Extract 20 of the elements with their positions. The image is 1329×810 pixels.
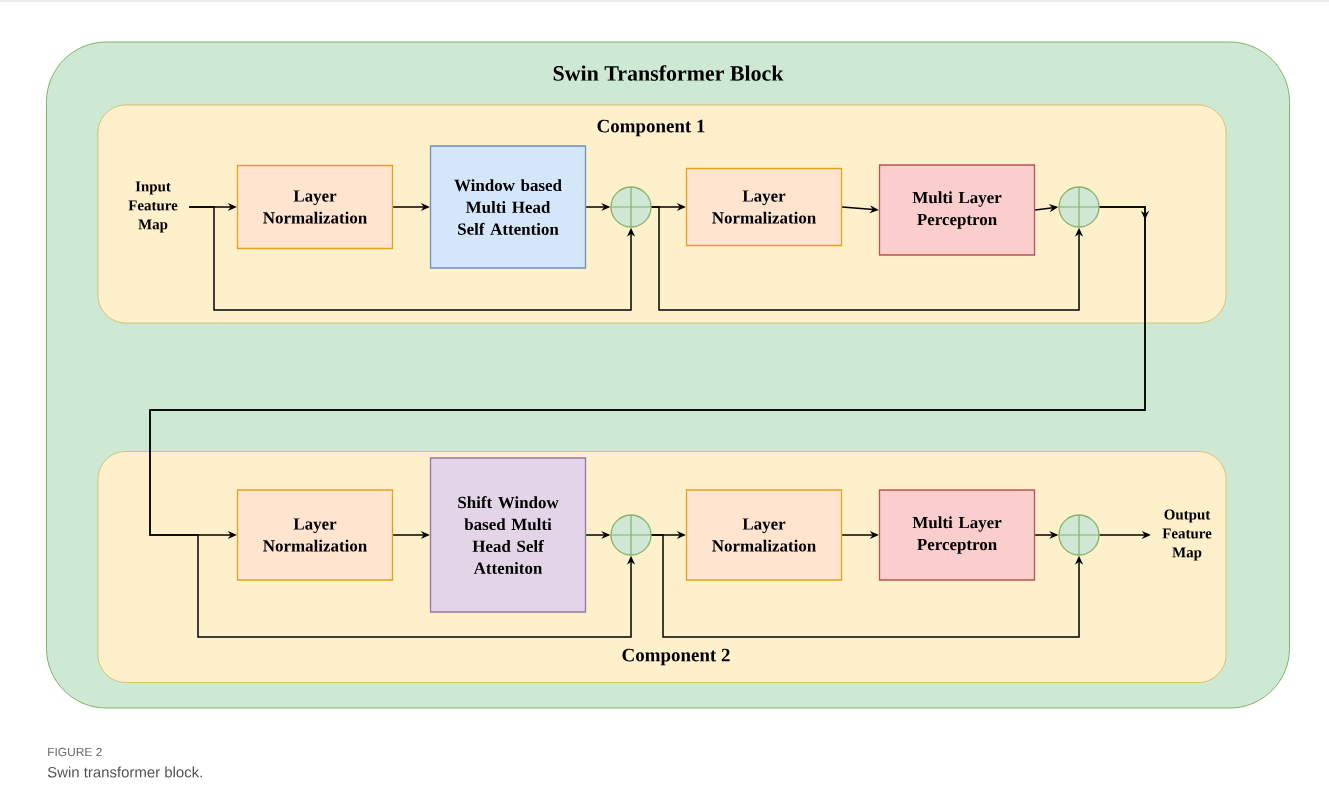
adder-circle [610, 186, 652, 228]
process-box: Layer Normalization [236, 489, 394, 581]
arrow [149, 206, 1146, 638]
adder-circle [1058, 514, 1100, 556]
io-label: Input Feature Map [128, 181, 178, 233]
caption: Swin transformer block. [47, 766, 202, 778]
panel-title: Component 1 [597, 119, 705, 137]
panel-title: Component 2 [622, 648, 730, 666]
adder-circle [1058, 186, 1100, 228]
process-box: Shift Window based Multi Head Self Atteniton [429, 457, 587, 613]
process-box: Multi Layer Perceptron [878, 489, 1036, 581]
process-box: Layer Normalization [685, 167, 843, 247]
process-box: Window based Multi Head Self Attention [429, 145, 587, 269]
process-box: Layer Normalization [685, 489, 843, 581]
adder-circle [610, 514, 652, 556]
process-box: Multi Layer Perceptron [878, 164, 1036, 256]
process-box: Layer Normalization [236, 164, 394, 250]
panel-title: Swin Transformer Block [553, 65, 784, 81]
io-label: Output Feature Map [1162, 509, 1212, 561]
figure-number: FIGURE 2 [48, 747, 102, 757]
